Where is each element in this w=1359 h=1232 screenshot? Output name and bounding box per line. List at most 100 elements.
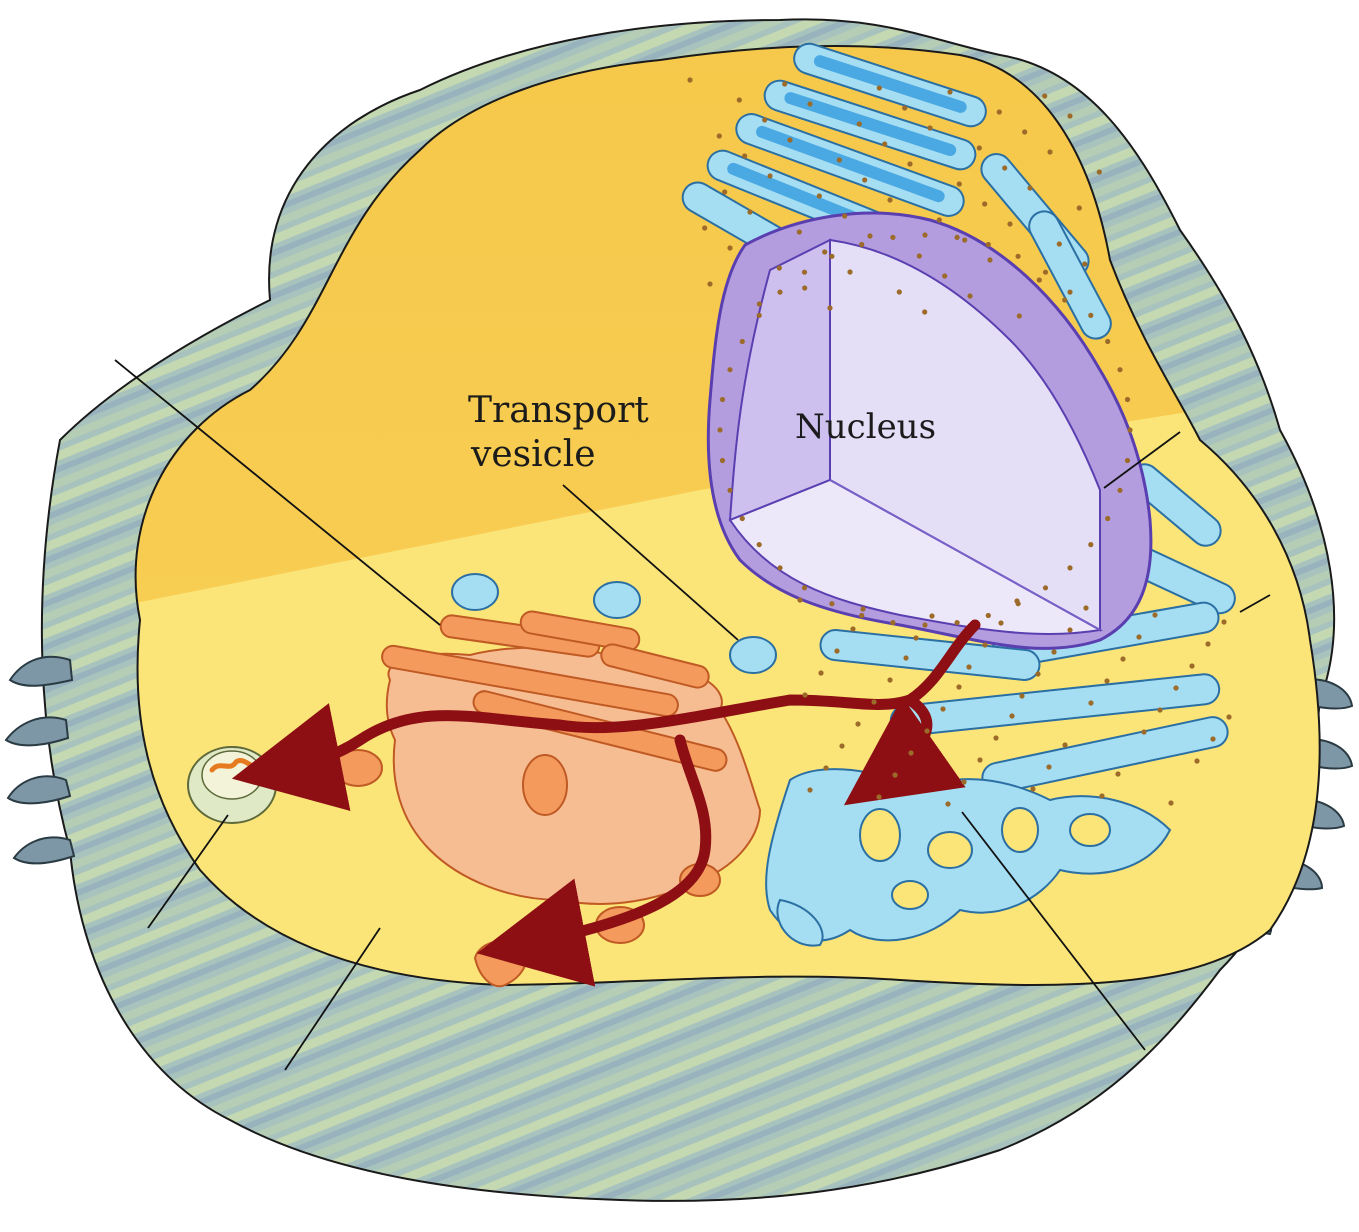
ribosome-dot — [922, 622, 927, 627]
ribosome-dot — [829, 254, 834, 259]
ribosome-dot — [1210, 736, 1215, 741]
ribosome-dot — [802, 270, 807, 275]
ribosome-dot — [1067, 565, 1072, 570]
ribosome-dot — [859, 242, 864, 247]
ribosome-dot — [1105, 516, 1110, 521]
ribosome-dot — [1152, 612, 1157, 617]
ribosome-dot — [802, 585, 807, 590]
ribosome-dot — [956, 684, 961, 689]
ribosome-dot — [1097, 169, 1102, 174]
ribosome-dot — [1082, 261, 1087, 266]
ribosome-dot — [707, 281, 712, 286]
ribosome-dot — [967, 293, 972, 298]
ribosome-dot — [1062, 297, 1067, 302]
ribosome-dot — [720, 458, 725, 463]
transport-vesicle-label-line2: vesicle — [470, 434, 596, 475]
ribosome-dot — [1173, 685, 1178, 690]
ribosome-dot — [862, 177, 867, 182]
ribosome-dot — [887, 677, 892, 682]
ribosome-dot — [1007, 221, 1012, 226]
ribosome-dot — [1016, 254, 1021, 259]
ribosome-dot — [839, 743, 844, 748]
ribosome-dot — [1022, 129, 1027, 134]
ribosome-dot — [917, 253, 922, 258]
ribosome-dot — [802, 692, 807, 697]
ribosome-dot — [817, 193, 822, 198]
ribosome-dot — [986, 242, 991, 247]
ribosome-dot — [927, 125, 932, 130]
ribosome-dot — [907, 161, 912, 166]
ribosome-dot — [1194, 758, 1199, 763]
ribosome-dot — [903, 655, 908, 660]
ribosome-dot — [922, 309, 927, 314]
ribosome-dot — [871, 699, 876, 704]
ribosome-dot — [897, 289, 902, 294]
ribosome-dot — [986, 613, 991, 618]
ribosome-dot — [957, 181, 962, 186]
ribosome-dot — [727, 367, 732, 372]
ribosome-dot — [997, 109, 1002, 114]
ribosome-dot — [1057, 241, 1062, 246]
ribosome-dot — [1037, 277, 1042, 282]
ribosome-dot — [1168, 800, 1173, 805]
ribosome-dot — [993, 735, 998, 740]
ribosome-dot — [892, 772, 897, 777]
ribosome-dot — [857, 121, 862, 126]
ribosome-dot — [762, 117, 767, 122]
ribosome-dot — [802, 285, 807, 290]
ribosome-dot — [924, 728, 929, 733]
ribosome-dot — [777, 265, 782, 270]
ribosome-dot — [955, 235, 960, 240]
ribosome-dot — [1067, 627, 1072, 632]
ribosome-dot — [955, 620, 960, 625]
ribosome-dot — [757, 313, 762, 318]
ribosome-dot — [1051, 649, 1056, 654]
ribosome-dot — [947, 89, 952, 94]
ribosome-dot — [702, 225, 707, 230]
ribosome-dot — [962, 237, 967, 242]
ribosome-dot — [1125, 397, 1130, 402]
ribosome-dot — [850, 626, 855, 631]
ribosome-dot — [727, 488, 732, 493]
ribosome-dot — [982, 201, 987, 206]
ribosome-dot — [797, 597, 802, 602]
ribosome-dot — [1067, 113, 1072, 118]
lysosome — [188, 747, 276, 823]
ribosome-dot — [1067, 290, 1072, 295]
ribosome-dot — [777, 565, 782, 570]
ribosome-dot — [1083, 605, 1088, 610]
ribosome-dot — [717, 133, 722, 138]
ribosome-dot — [1088, 700, 1093, 705]
ribosome-dot — [742, 153, 747, 158]
ribosome-dot — [687, 77, 692, 82]
ribosome-dot — [1088, 313, 1093, 318]
ribosome-dot — [782, 81, 787, 86]
ribosome-dot — [1043, 585, 1048, 590]
ribosome-dot — [908, 750, 913, 755]
ribosome-dot — [740, 516, 745, 521]
ribosome-dot — [1027, 185, 1032, 190]
ribosome-dot — [1002, 165, 1007, 170]
ribosome-dot — [777, 290, 782, 295]
ribosome-dot — [807, 101, 812, 106]
ribosome-dot — [977, 145, 982, 150]
ribosome-dot — [890, 235, 895, 240]
ribosome-dot — [717, 427, 722, 432]
ribosome-dot — [1189, 663, 1194, 668]
ribosome-dot — [1088, 542, 1093, 547]
ribosome-dot — [987, 257, 992, 262]
ribosome-dot — [787, 137, 792, 142]
ribosome-dot — [822, 249, 827, 254]
ribosome-dot — [1077, 205, 1082, 210]
ribosome-dot — [1157, 707, 1162, 712]
ribosome-dot — [847, 269, 852, 274]
ribosome-dot — [859, 613, 864, 618]
ribosome-dot — [1030, 786, 1035, 791]
ribosome-dot — [887, 197, 892, 202]
ribosome-dot — [929, 613, 934, 618]
ribosome-dot — [807, 787, 812, 792]
ribosome-dot — [1017, 313, 1022, 318]
ribosome-dot — [1136, 634, 1141, 639]
ribosome-dot — [877, 85, 882, 90]
ribosome-dot — [961, 779, 966, 784]
